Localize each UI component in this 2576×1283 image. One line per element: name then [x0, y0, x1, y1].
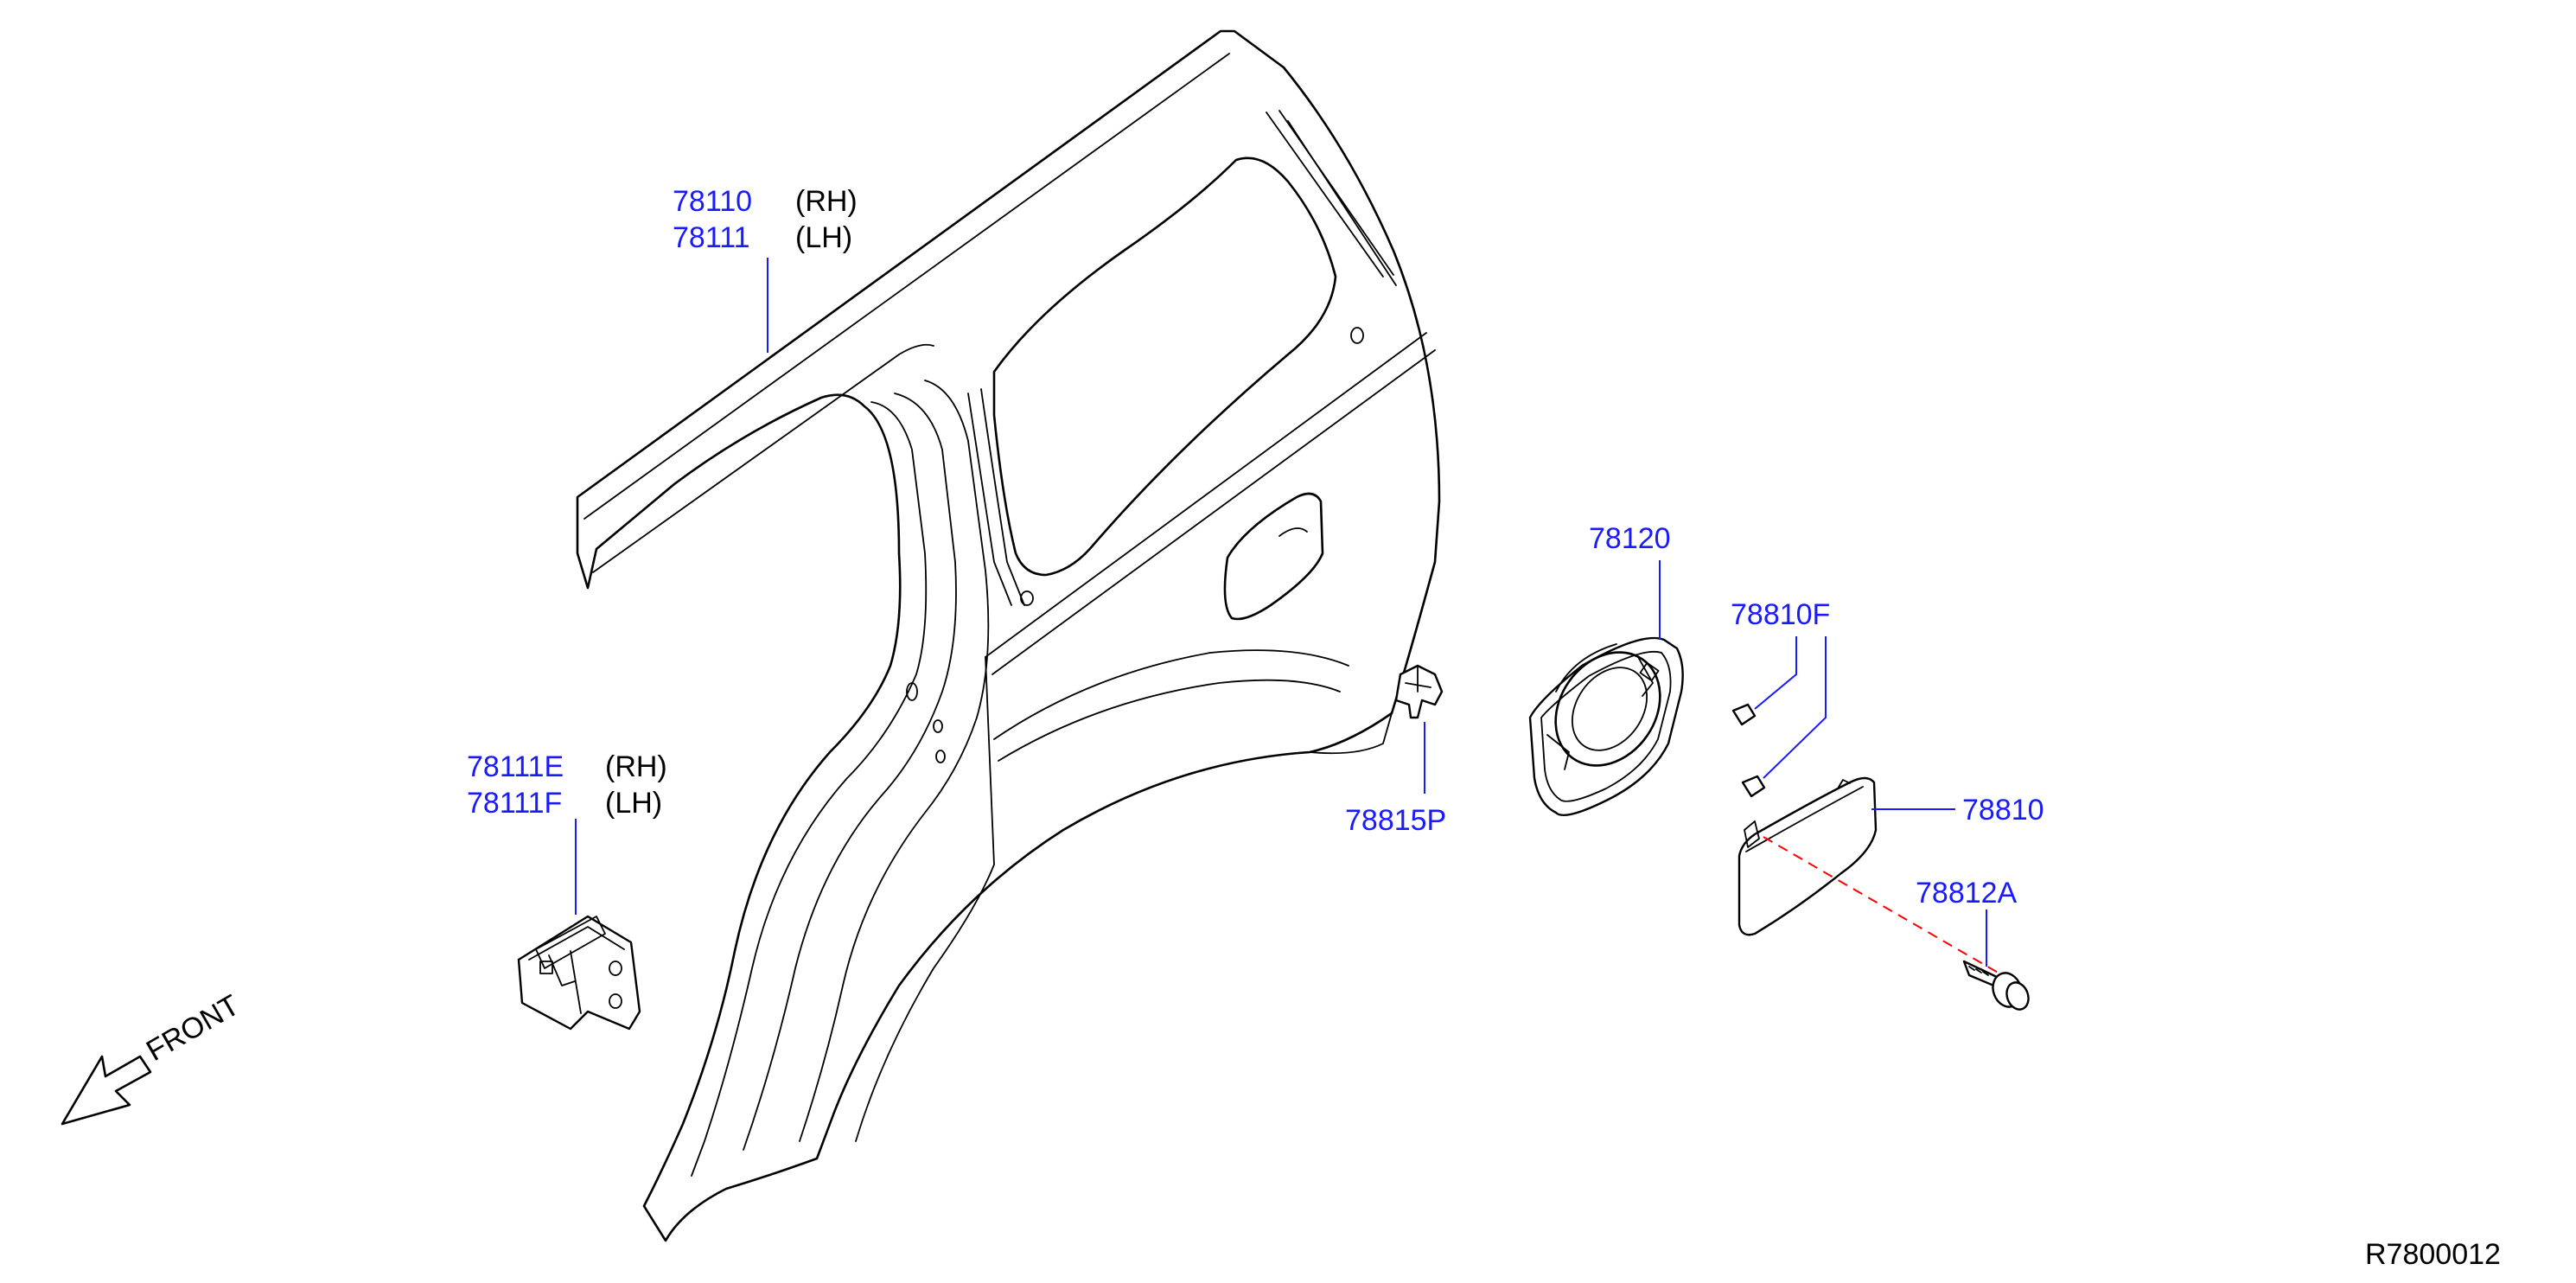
- callout-78810: 78810: [1962, 794, 2044, 827]
- leader-78810F-upper: [1754, 636, 1797, 710]
- leader-78810F-lower: [1763, 636, 1827, 779]
- callout-78111: 78111: [673, 221, 750, 254]
- callout-78815P: 78815P: [1345, 804, 1446, 837]
- callout-78111E-side: (RH): [605, 750, 667, 783]
- bolt: [1962, 960, 2030, 1011]
- callout-78810F: 78810F: [1731, 598, 1830, 631]
- callout-78111F: 78111F: [467, 787, 562, 820]
- rear-bracket: [517, 915, 641, 1031]
- callout-78111-side: (LH): [795, 221, 852, 254]
- fuel-filler-lid: [1738, 776, 1878, 936]
- callout-78110: 78110: [673, 185, 752, 218]
- assembly-line: [1763, 836, 2006, 978]
- rubber-bumpers: [1731, 703, 1766, 798]
- fuel-filler-base: [1528, 636, 1684, 816]
- reference-code: R7800012: [2365, 1238, 2501, 1271]
- callout-78110-side: (RH): [795, 185, 858, 218]
- clip: [1394, 664, 1444, 719]
- front-label: FRONT: [141, 988, 245, 1067]
- rear-fender-panel: [576, 29, 1441, 1242]
- callout-78120: 78120: [1589, 522, 1671, 555]
- callout-78812A: 78812A: [1916, 877, 2018, 910]
- callout-78111E: 78111E: [467, 750, 564, 783]
- callout-78111F-side: (LH): [605, 787, 662, 820]
- front-direction-arrow: FRONT: [61, 988, 245, 1126]
